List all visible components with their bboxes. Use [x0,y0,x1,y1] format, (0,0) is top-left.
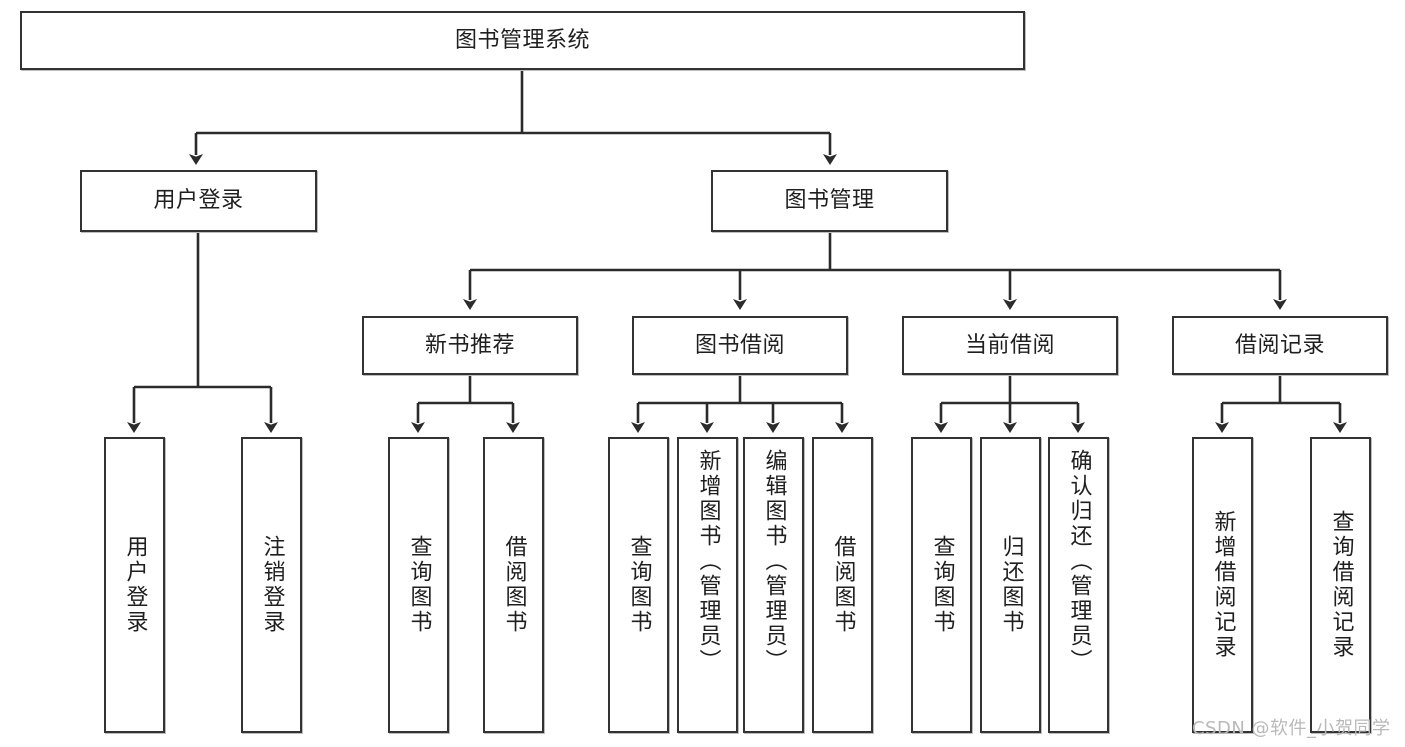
leaf-add-book-admin[interactable]: 新增图书（管理员） [677,437,738,733]
node-label: 编辑图书（管理员） [761,449,787,674]
node-label: 注销登录 [259,535,285,635]
csdn-watermark: CSDN @软件_小贺同学 [1192,718,1391,739]
node-new-book-recommend[interactable]: 新书推荐 [362,316,578,375]
node-current-borrow[interactable]: 当前借阅 [902,316,1118,375]
node-label: 用户登录 [122,535,148,635]
node-book-borrow[interactable]: 图书借阅 [632,316,848,375]
leaf-query-book-current[interactable]: 查询图书 [911,437,972,733]
leaf-add-borrow-record[interactable]: 新增借阅记录 [1192,437,1253,733]
node-label: 查询图书 [406,535,432,635]
node-label: 确认归还（管理员） [1066,449,1092,674]
leaf-query-borrow-record[interactable]: 查询借阅记录 [1310,437,1371,733]
leaf-query-book-borrow[interactable]: 查询图书 [608,437,669,733]
node-label: 当前借阅 [964,332,1055,358]
node-label: 借阅图书 [830,535,856,635]
node-label: 图书借阅 [694,332,785,358]
leaf-confirm-return-admin[interactable]: 确认归还（管理员） [1048,437,1109,733]
leaf-query-book-newbook[interactable]: 查询图书 [388,437,449,733]
node-label: 归还图书 [998,535,1024,635]
node-label: 图书管理系统 [454,27,590,53]
leaf-return-book[interactable]: 归还图书 [980,437,1041,733]
node-label: 借阅记录 [1234,332,1325,358]
leaf-borrow-book-borrow[interactable]: 借阅图书 [812,437,873,733]
leaf-borrow-book-newbook[interactable]: 借阅图书 [483,437,544,733]
leaf-edit-book-admin[interactable]: 编辑图书（管理员） [743,437,804,733]
node-borrow-record[interactable]: 借阅记录 [1172,316,1388,375]
node-label: 查询图书 [929,535,955,635]
node-book-management[interactable]: 图书管理 [711,170,948,232]
leaf-user-login[interactable]: 用户登录 [104,437,165,733]
node-label: 查询借阅记录 [1328,510,1354,660]
node-label: 新书推荐 [424,332,515,358]
node-root-system[interactable]: 图书管理系统 [20,11,1025,70]
node-label: 查询图书 [626,535,652,635]
leaf-logout-login[interactable]: 注销登录 [241,437,302,733]
node-label: 新增借阅记录 [1210,510,1236,660]
node-label: 新增图书（管理员） [695,449,721,674]
node-label: 借阅图书 [501,535,527,635]
node-user-login[interactable]: 用户登录 [80,170,317,232]
node-label: 图书管理 [784,188,875,214]
node-label: 用户登录 [153,188,244,214]
